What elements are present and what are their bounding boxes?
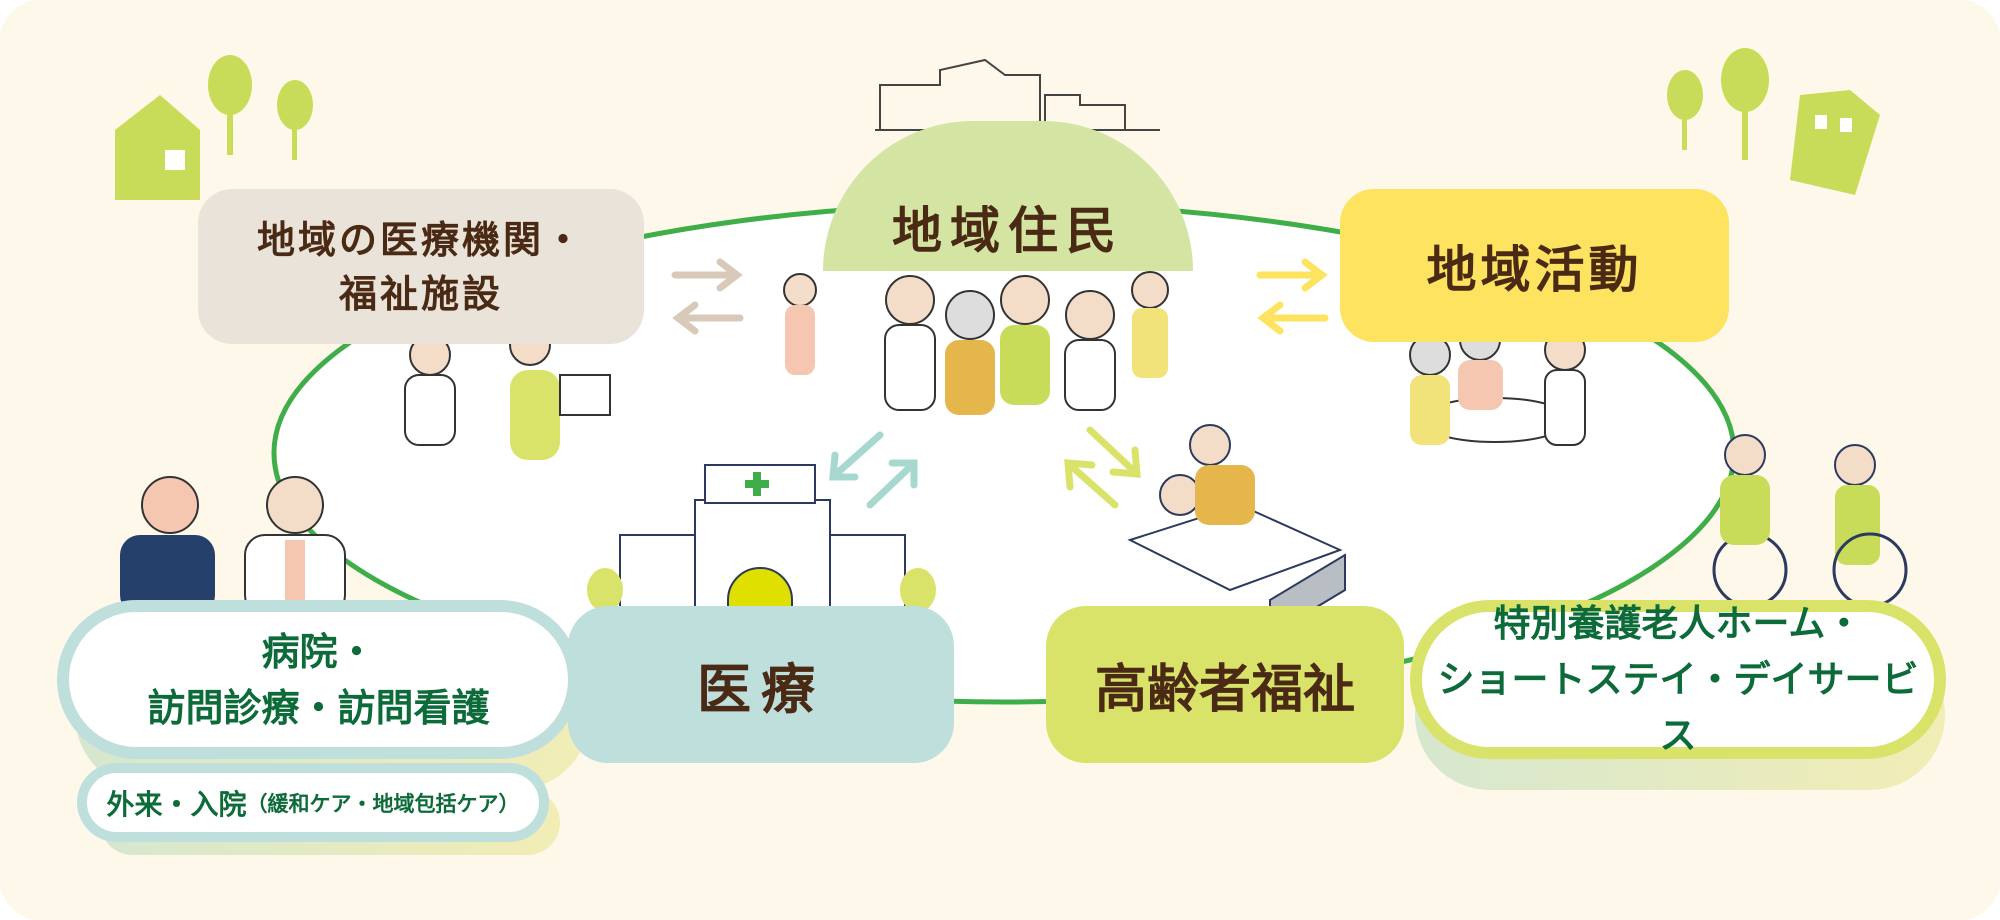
outpatient-label: 外来・入院 (106, 787, 247, 821)
nursing-home-label-line2: ショートステイ・デイサービス (1437, 657, 1919, 757)
activities-label: 地域活動 (1426, 240, 1643, 299)
residents-crowd-illustration (783, 271, 1169, 415)
doctor-nurse-illustration (120, 476, 346, 616)
arrow-residents-elderly-icon (1064, 426, 1141, 509)
hospital-label-line1: 病院・ (261, 629, 376, 674)
facilities-label-line1: 地域の医療機関・ (256, 217, 585, 262)
detail-outpatient: 外来・入院（緩和ケア・地域包括ケア） (77, 763, 549, 842)
city-skyline-icon (875, 58, 1160, 131)
consultation-illustration (404, 324, 611, 460)
nursing-home-label-line1: 特別養護老人ホーム・ (1493, 601, 1863, 645)
node-medical: 医療 (568, 606, 954, 763)
arrow-residents-medical-icon (829, 431, 918, 509)
detail-nursing-home: 特別養護老人ホーム・ショートステイ・デイサービス (1410, 600, 1946, 759)
elderly-welfare-label: 高齢者福祉 (1094, 660, 1355, 720)
building-icon (1790, 90, 1880, 195)
tree-icon (1667, 48, 1769, 160)
arrow-facilities-residents-icon (671, 258, 744, 335)
node-local-facilities: 地域の医療機関・福祉施設 (198, 189, 644, 344)
house-icon (115, 95, 200, 200)
wheelchair-care-illustration (1712, 434, 1908, 608)
hospital-label-line2: 訪問診療・訪問看護 (147, 685, 490, 730)
medical-label: 医療 (697, 658, 825, 721)
facilities-label-line2: 福祉施設 (338, 271, 503, 316)
node-local-activities: 地域活動 (1340, 189, 1729, 342)
hospital-building-illustration (587, 464, 936, 626)
care-bed-illustration (1127, 424, 1346, 637)
node-elderly-welfare: 高齢者福祉 (1046, 606, 1404, 763)
residents-label: 地域住民 (892, 202, 1124, 260)
arrow-residents-activities-icon (1256, 258, 1329, 335)
outpatient-sub-label: （緩和ケア・地域包括ケア） (246, 791, 520, 816)
detail-hospital: 病院・訪問診療・訪問看護 (57, 600, 580, 759)
tree-icon (208, 55, 313, 160)
